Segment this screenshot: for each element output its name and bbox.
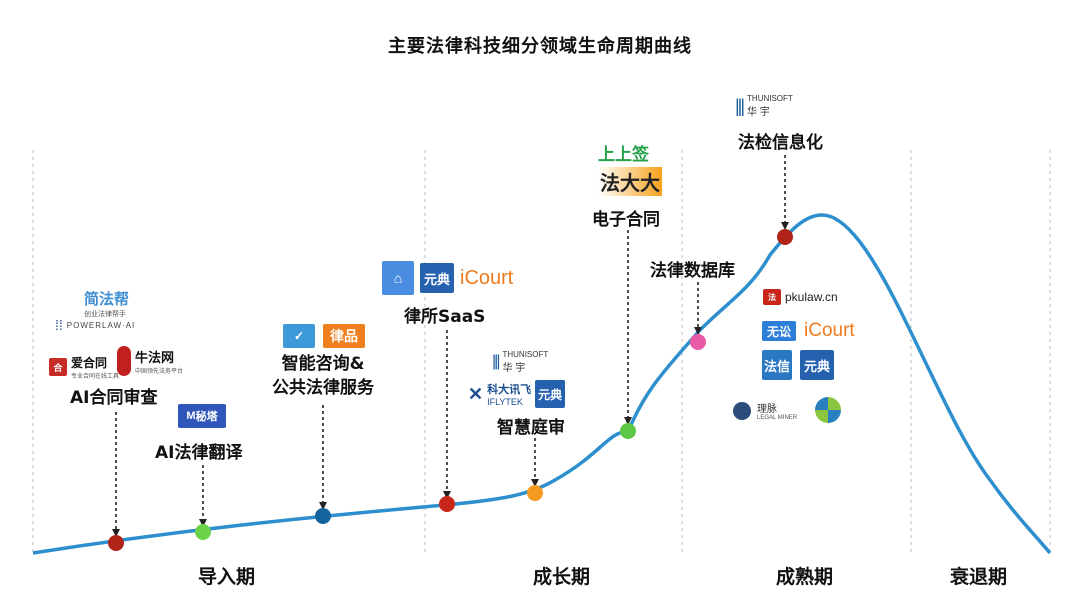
- label-legal-database: 法律数据库: [650, 261, 735, 281]
- connector-arrows: [115, 155, 786, 530]
- logo-faxin-yuandian: 法信 元典: [762, 350, 834, 380]
- iflytek-icon: ✕: [468, 383, 484, 404]
- globe-icon: [815, 397, 841, 423]
- aihetong-icon: 合: [49, 358, 67, 376]
- logo-aihetong: 合 爱合同 专业合同在线工具: [49, 354, 119, 380]
- logo-jianfabang: 简法帮 创业法律帮手: [84, 291, 130, 318]
- connector-arrowheads: [112, 222, 789, 537]
- logo-wusong-icourt: 无讼 iCourt: [762, 320, 855, 342]
- logo-ligu: 理脉 LEGAL MINER: [733, 400, 797, 421]
- stage-marker-1: [195, 524, 211, 540]
- pkulaw-icon: 法: [763, 289, 781, 305]
- phase-growth: 成长期: [533, 566, 591, 588]
- label-procuratorate-it: 法检信息化: [738, 133, 823, 153]
- logo-thunisoft-2: ||| THUNISOFT 华 宇: [735, 94, 793, 118]
- phase-mature: 成熟期: [776, 566, 834, 588]
- logo-consulting: ✓ 律品: [283, 324, 365, 348]
- label-law-firm-saas: 律所SaaS: [404, 307, 486, 327]
- thunisoft-icon: |||: [492, 353, 501, 370]
- stage-marker-7: [777, 229, 793, 245]
- logo-pkulaw: 法 pkulaw.cn: [763, 289, 838, 305]
- stage-marker-2: [315, 508, 331, 524]
- label-smart-court: 智慧庭审: [497, 418, 565, 438]
- stage-marker-4: [527, 485, 543, 501]
- stage-marker-3: [439, 496, 455, 512]
- phase-dividers: [32, 150, 1051, 555]
- logo-mita: M 秘塔: [178, 404, 226, 428]
- label-smart-consulting: 智能咨询& 公共法律服务: [272, 354, 374, 398]
- logo-thunisoft-1: ||| THUNISOFT 华 宇: [492, 350, 549, 374]
- stage-marker-6: [690, 334, 706, 350]
- consulting-bird-icon: ✓: [283, 324, 315, 348]
- lifecycle-curve: [32, 213, 1052, 555]
- stage-marker-5: [620, 423, 636, 439]
- powerlaw-icon: ⁞⁞: [55, 317, 63, 333]
- thunisoft-icon: |||: [735, 95, 745, 116]
- stage-markers: [108, 229, 793, 551]
- mita-icon: M 秘塔: [178, 404, 226, 428]
- label-ai-contract-review: AI合同审查: [70, 388, 158, 408]
- logo-shangshangqian: 上上签: [598, 145, 649, 164]
- label-e-contract: 电子合同: [592, 210, 660, 230]
- ligu-icon: [733, 401, 751, 420]
- saas-app-icon: ⌂: [382, 261, 414, 295]
- logo-niufawang: 牛法网 中国领先法务平台: [117, 346, 183, 376]
- phase-decline: 衰退期: [950, 566, 1008, 588]
- logo-iflytek: ✕ 科大讯飞 IFLYTEK 元典: [468, 380, 566, 408]
- niufawang-icon: [117, 346, 131, 376]
- label-ai-legal-translation: AI法律翻译: [155, 443, 243, 463]
- logo-database-globe: [815, 397, 841, 423]
- logo-saas: ⌂ 元典 iCourt: [382, 261, 513, 295]
- chart-title: 主要法律科技细分领域生命周期曲线: [388, 36, 692, 57]
- logo-powerlaw: ⁞⁞ POWERLAW·AI: [55, 317, 136, 333]
- logo-fadada: 法大大: [598, 167, 662, 196]
- phase-intro: 导入期: [198, 566, 256, 588]
- stage-marker-0: [108, 535, 124, 551]
